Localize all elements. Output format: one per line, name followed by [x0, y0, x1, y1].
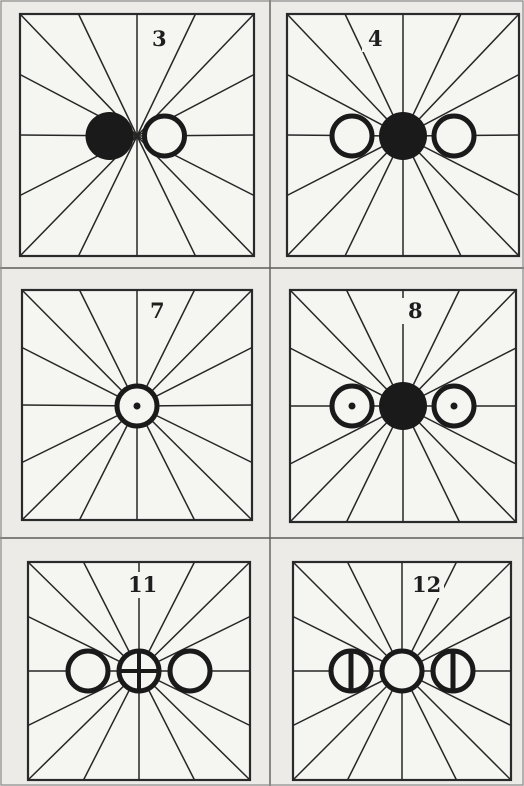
open-ring: [332, 116, 372, 156]
figure-12: 12: [293, 562, 511, 780]
filled-circle: [379, 112, 427, 160]
figure-4: 4: [287, 14, 519, 256]
center-dot: [134, 403, 141, 410]
figure-number: 3: [152, 26, 167, 51]
figure-7: 7: [22, 290, 252, 520]
marker-ring-cross: [119, 651, 159, 691]
figure-number: 12: [412, 572, 441, 597]
open-ring: [382, 651, 422, 691]
center-dot: [451, 403, 458, 410]
figure-8: 8: [290, 290, 516, 522]
marker-ring-dot: [434, 386, 474, 426]
open-ring: [145, 116, 185, 156]
marker-ring-vbar: [331, 651, 371, 691]
figure-number: 4: [368, 26, 383, 51]
open-ring: [434, 116, 474, 156]
center-dot: [349, 403, 356, 410]
marker-filled: [379, 112, 427, 160]
marker-ring-dot: [117, 386, 157, 426]
marker-ring: [382, 651, 422, 691]
marker-ring: [68, 651, 108, 691]
open-ring: [170, 651, 210, 691]
marker-filled: [379, 382, 427, 430]
figure-number: 8: [408, 298, 423, 323]
marker-filled: [86, 112, 134, 160]
marker-ring: [170, 651, 210, 691]
marker-ring-vbar: [433, 651, 473, 691]
marker-ring: [145, 116, 185, 156]
figure-3: 3: [20, 14, 254, 256]
open-ring: [68, 651, 108, 691]
marker-ring-dot: [332, 386, 372, 426]
figure-11: 11: [28, 562, 250, 780]
figure-number: 11: [128, 572, 157, 597]
filled-circle: [379, 382, 427, 430]
marker-ring: [434, 116, 474, 156]
figure-number: 7: [150, 298, 165, 323]
marker-ring: [332, 116, 372, 156]
filled-circle: [86, 112, 134, 160]
